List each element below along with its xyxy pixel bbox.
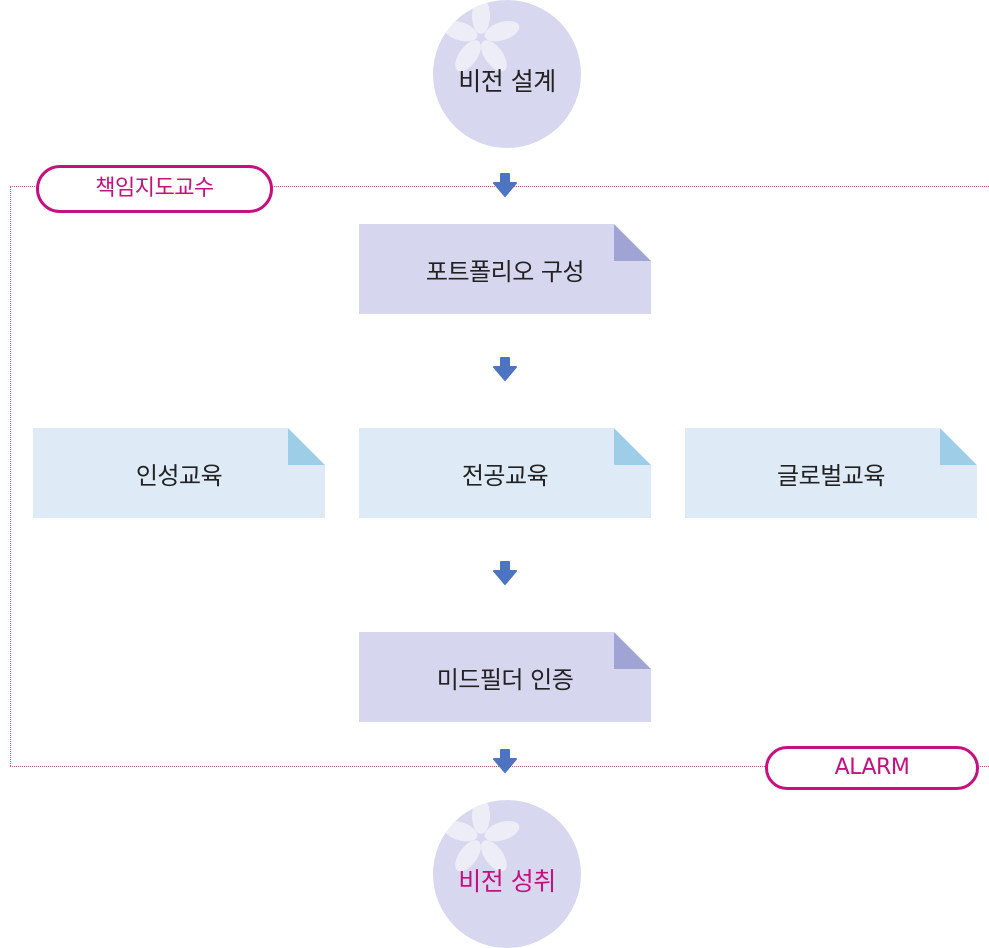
step-midfielder-certification: 미드필더 인증 xyxy=(359,632,651,722)
alarm-badge: ALARM xyxy=(765,746,979,790)
step-portfolio: 포트폴리오 구성 xyxy=(359,224,651,314)
professor-badge: 책임지도교수 xyxy=(36,165,273,213)
end-circle: 비전 성취 xyxy=(433,800,581,948)
flower-icon xyxy=(442,0,520,72)
step-major-education: 전공교육 xyxy=(359,428,651,518)
arrow-down-icon xyxy=(493,749,517,773)
step-character-education: 인성교육 xyxy=(33,428,325,518)
arrow-down-icon xyxy=(493,357,517,381)
start-label: 비전 설계 xyxy=(458,67,556,96)
arrow-down-icon xyxy=(493,173,517,197)
step-global-education: 글로벌교육 xyxy=(685,428,977,518)
arrow-down-icon xyxy=(493,561,517,585)
start-circle: 비전 설계 xyxy=(433,0,581,148)
dotted-frame-left xyxy=(10,186,11,766)
step-global-label: 글로벌교육 xyxy=(777,461,885,490)
step-character-label: 인성교육 xyxy=(135,461,223,490)
step-portfolio-label: 포트폴리오 구성 xyxy=(425,257,585,286)
step-midfielder-label: 미드필더 인증 xyxy=(436,665,574,694)
end-label: 비전 성취 xyxy=(458,867,556,896)
step-major-label: 전공교육 xyxy=(461,461,549,490)
flower-icon xyxy=(442,800,520,872)
